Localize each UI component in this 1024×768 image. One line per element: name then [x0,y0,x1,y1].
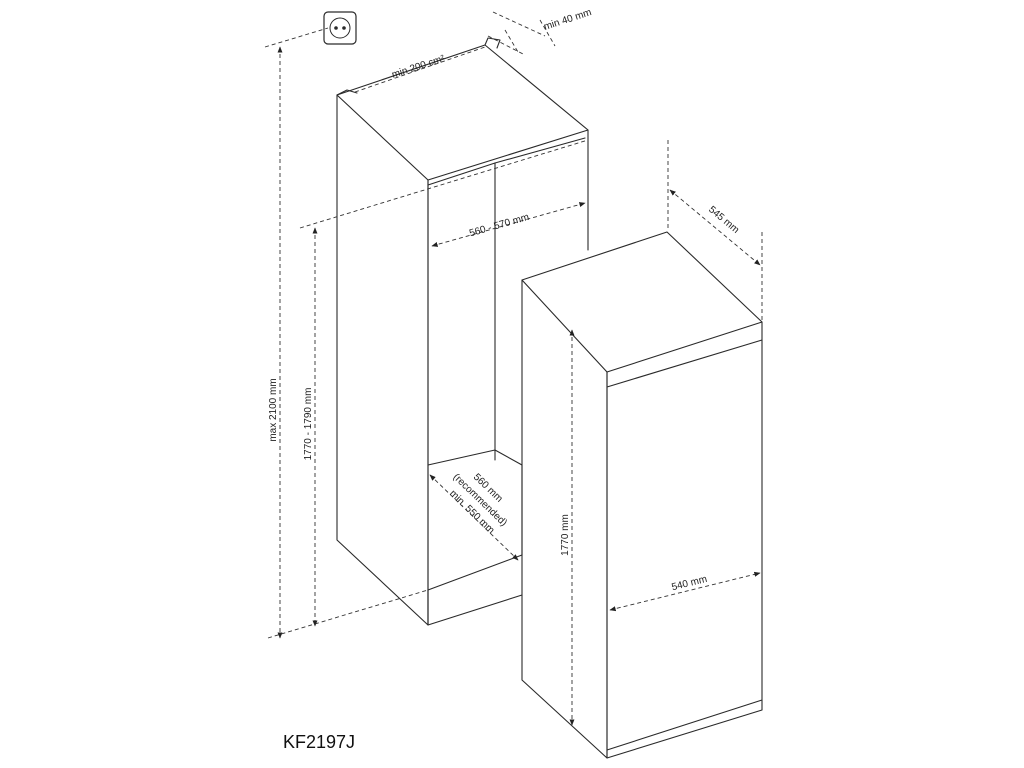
niche-height-label: 1770 - 1790 mm [303,388,314,461]
appliance-depth-label: 545 mm [706,204,741,236]
model-name: KF2197J [283,732,355,752]
vent-gap-label: min 40 mm [543,7,593,33]
dimension-lines [264,11,763,726]
max-height-label: max 2100 mm [268,378,279,441]
appliance-body [521,231,763,759]
vent-area-label: min 200 cm² [391,53,447,81]
appliance-width-label: 540 mm [671,574,709,593]
power-socket-icon [323,11,357,45]
niche-width-label: 560 - 570 mm [468,212,530,240]
cabinet-niche [336,37,589,626]
appliance-height-label: 1770 mm [560,514,571,556]
